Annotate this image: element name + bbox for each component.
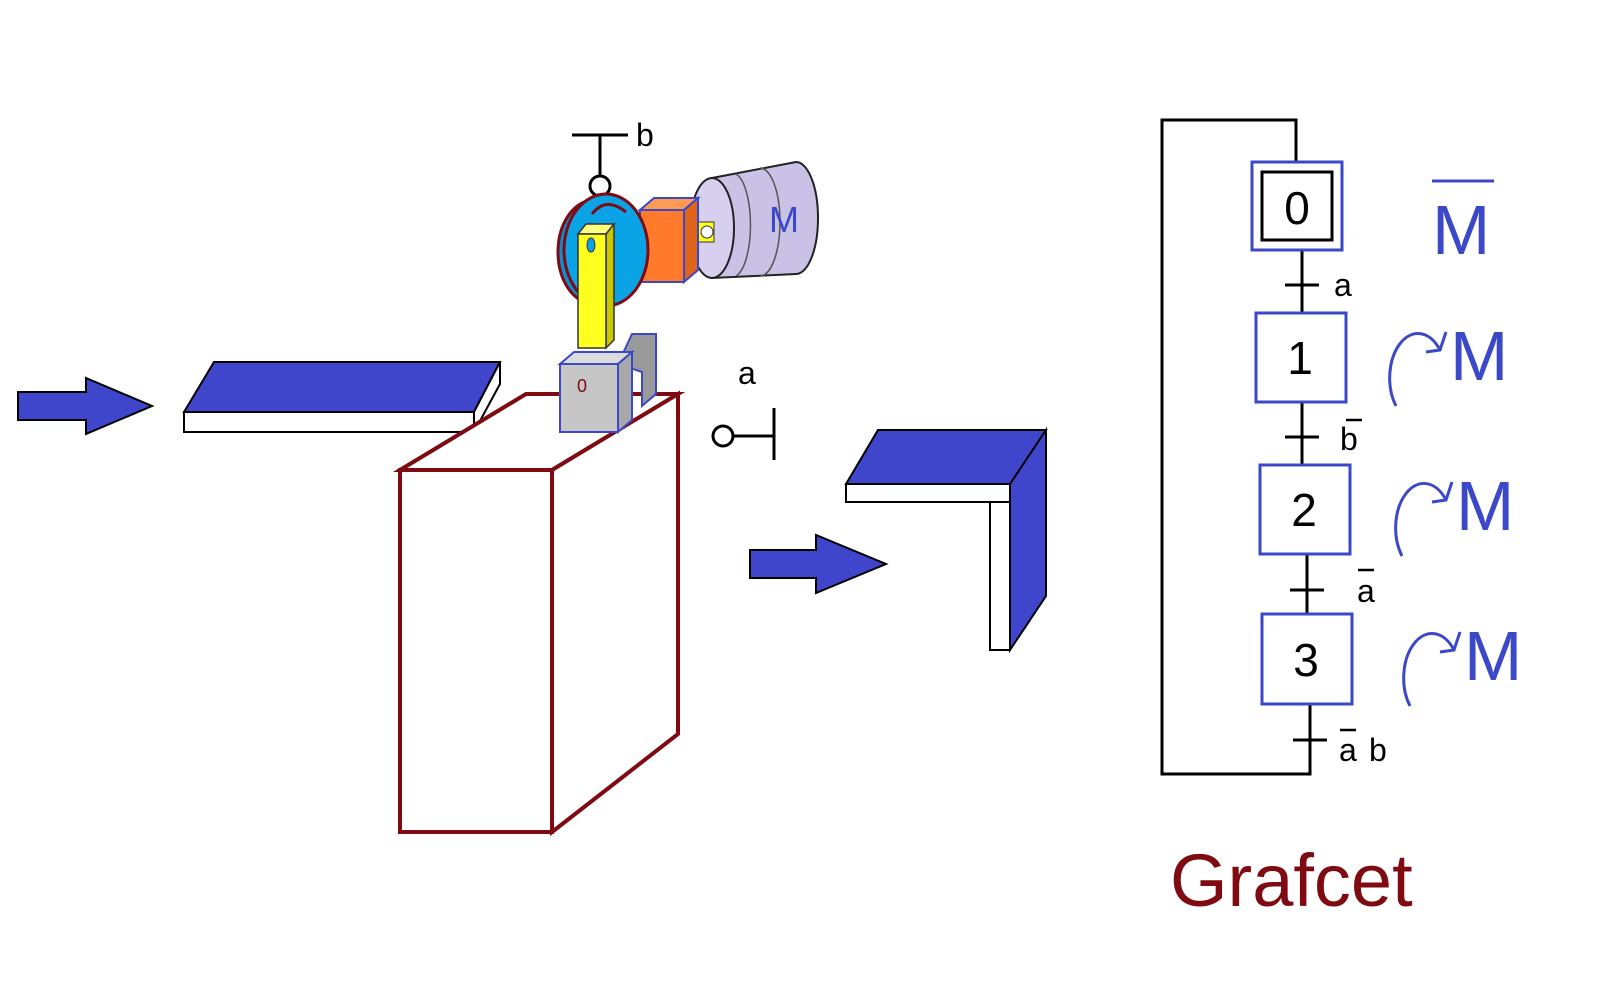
step-3-action: M xyxy=(1464,617,1522,695)
transition-bars xyxy=(1285,283,1327,742)
step-3-number: 3 xyxy=(1293,634,1319,686)
step-3: 3 xyxy=(1260,612,1354,706)
step-2: 2 xyxy=(1258,463,1352,556)
clamp-block xyxy=(557,333,657,435)
step-0-number: 0 xyxy=(1284,182,1310,234)
transition-1-condition: b xyxy=(1340,421,1358,457)
bending-arm xyxy=(576,221,616,350)
step-0: 0 xyxy=(1250,160,1344,252)
rotation-icon xyxy=(1394,481,1454,557)
step-2-action: M xyxy=(1456,467,1514,545)
sensor-b-label: b xyxy=(636,117,654,153)
bent-sheet xyxy=(844,426,1048,654)
limit-switch-b xyxy=(572,133,628,198)
flat-sheet xyxy=(182,361,502,433)
transition-3-condition-b: b xyxy=(1369,732,1387,768)
clamp-mark: 0 xyxy=(577,376,587,396)
limit-switch-a xyxy=(711,408,776,460)
sensor-a-label: a xyxy=(738,355,756,391)
grafcet-title: Grafcet xyxy=(1170,839,1413,922)
step-1: 1 xyxy=(1254,311,1348,404)
grafcet-links xyxy=(1300,250,1312,752)
rotation-icon xyxy=(1402,631,1462,707)
loop-back-link xyxy=(1160,118,1312,776)
step-2-number: 2 xyxy=(1291,484,1317,536)
output-arrow xyxy=(749,533,889,595)
transition-0-condition: a xyxy=(1334,267,1352,303)
step-1-action: M xyxy=(1450,317,1508,395)
transition-2-condition: a xyxy=(1357,573,1375,609)
step-1-number: 1 xyxy=(1287,332,1313,384)
step-0-action: M xyxy=(1432,191,1490,269)
machine-base xyxy=(392,390,686,837)
input-arrow xyxy=(17,376,155,436)
motor-label: M xyxy=(769,199,799,240)
transition-3-condition-a: a xyxy=(1339,732,1357,768)
rotation-icon xyxy=(1388,331,1448,407)
